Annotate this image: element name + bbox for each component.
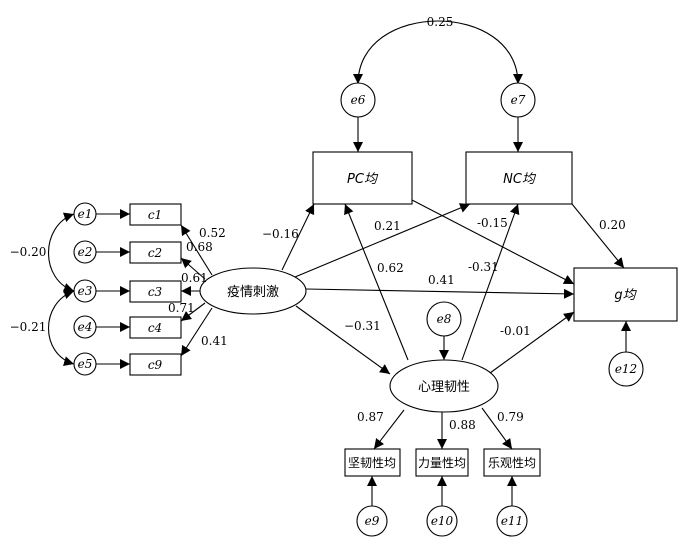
error-e5 (73, 352, 97, 376)
coef-epi-res: −0.31 (344, 319, 381, 333)
label-e6: e6 (351, 93, 366, 107)
box-tenacity (344, 448, 401, 477)
error-e11 (496, 505, 528, 537)
path-res-g (489, 311, 575, 374)
indicator-c9 (129, 353, 182, 376)
path-epi-c4 (180, 302, 206, 322)
path-pc-g (411, 199, 575, 285)
error-e6 (340, 82, 376, 118)
path-res-optimism (481, 407, 513, 450)
label-c2: c2 (148, 246, 162, 260)
box-g (573, 267, 678, 322)
label-e11: e11 (501, 514, 523, 528)
error-e3 (73, 279, 97, 303)
error-e7 (500, 82, 536, 118)
label-c9: c9 (148, 358, 163, 372)
coef-res-nc: -0.31 (468, 260, 499, 274)
error-e12 (608, 351, 644, 387)
path-res-pc (344, 203, 409, 361)
coef-res-strength: 0.88 (449, 418, 476, 432)
path-epi-c2 (180, 257, 206, 280)
path-e3-e5-covariance (47, 289, 75, 366)
path-e6-e7-covariance (353, 20, 523, 85)
label-c3: c3 (148, 285, 163, 299)
error-e4 (73, 315, 97, 339)
label-e12: e12 (615, 362, 637, 376)
coef-res-optimism: 0.79 (497, 410, 524, 424)
box-optimism (483, 448, 541, 477)
label-tenacity: 坚韧性均 (348, 456, 396, 470)
path-epi-g (305, 288, 575, 299)
label-e9: e9 (365, 514, 380, 528)
label-resilience: 心理韧性 (418, 380, 470, 395)
coef-epi-c3: 0.61 (181, 271, 208, 285)
coef-epi-c1: 0.52 (199, 226, 226, 240)
label-e3: e3 (78, 284, 93, 298)
label-e4: e4 (78, 320, 93, 334)
indicator-c3 (129, 280, 182, 303)
label-c1: c1 (148, 208, 162, 222)
coef-epi-c4: 0.71 (168, 301, 195, 315)
coef-nc-g: 0.20 (599, 218, 626, 232)
label-epidemic: 疫情刺激 (227, 284, 279, 300)
latent-epidemic (199, 267, 307, 315)
error-e10 (426, 505, 458, 537)
label-e5: e5 (78, 357, 93, 371)
path-res-nc (461, 203, 520, 361)
label-e2: e2 (78, 245, 93, 259)
box-pc (312, 151, 413, 205)
coef-res-tenacity: 0.87 (357, 410, 384, 424)
path-epi-nc (294, 203, 471, 278)
label-pc: PC均 (347, 172, 379, 187)
error-e8 (426, 301, 462, 337)
coef-epi-c2: 0.68 (186, 240, 213, 254)
path-epi-c9 (180, 307, 213, 357)
label-e7: e7 (511, 93, 526, 107)
coef-epi-g: 0.41 (428, 273, 455, 287)
path-res-tenacity (373, 409, 405, 450)
coef-res-pc: 0.62 (377, 261, 404, 275)
path-e1-e3-covariance (47, 212, 75, 293)
label-e8: e8 (437, 312, 452, 326)
coef-e6-e7: 0.25 (427, 15, 454, 29)
path-epi-c1 (180, 224, 213, 276)
coef-nc-pc: -0.15 (477, 216, 508, 230)
label-strength: 力量性均 (418, 456, 466, 470)
box-strength (415, 448, 469, 477)
box-nc (465, 151, 573, 205)
coef-e1-e3: −0.20 (10, 245, 47, 259)
error-e9 (356, 505, 388, 537)
label-optimism: 乐观性均 (488, 456, 536, 470)
path-epi-pc (281, 203, 315, 271)
label-c4: c4 (148, 321, 162, 335)
indicator-c1 (129, 203, 182, 226)
label-e1: e1 (78, 207, 93, 221)
coef-res-g: -0.01 (500, 324, 531, 338)
path-epi-res (295, 305, 391, 375)
error-e1 (73, 202, 97, 226)
latent-resilience (389, 359, 499, 413)
path-nc-g (571, 203, 625, 269)
label-e10: e10 (431, 514, 454, 528)
coef-epi-pc: −0.16 (262, 227, 299, 241)
coef-epi-nc: 0.21 (374, 219, 401, 233)
coef-epi-c9: 0.41 (201, 334, 228, 348)
indicator-c2 (129, 241, 182, 264)
label-g: g均 (614, 288, 637, 303)
label-nc: NC均 (503, 172, 537, 187)
coef-e3-e5: −0.21 (10, 320, 47, 334)
error-e2 (73, 240, 97, 264)
indicator-c4 (129, 316, 182, 339)
